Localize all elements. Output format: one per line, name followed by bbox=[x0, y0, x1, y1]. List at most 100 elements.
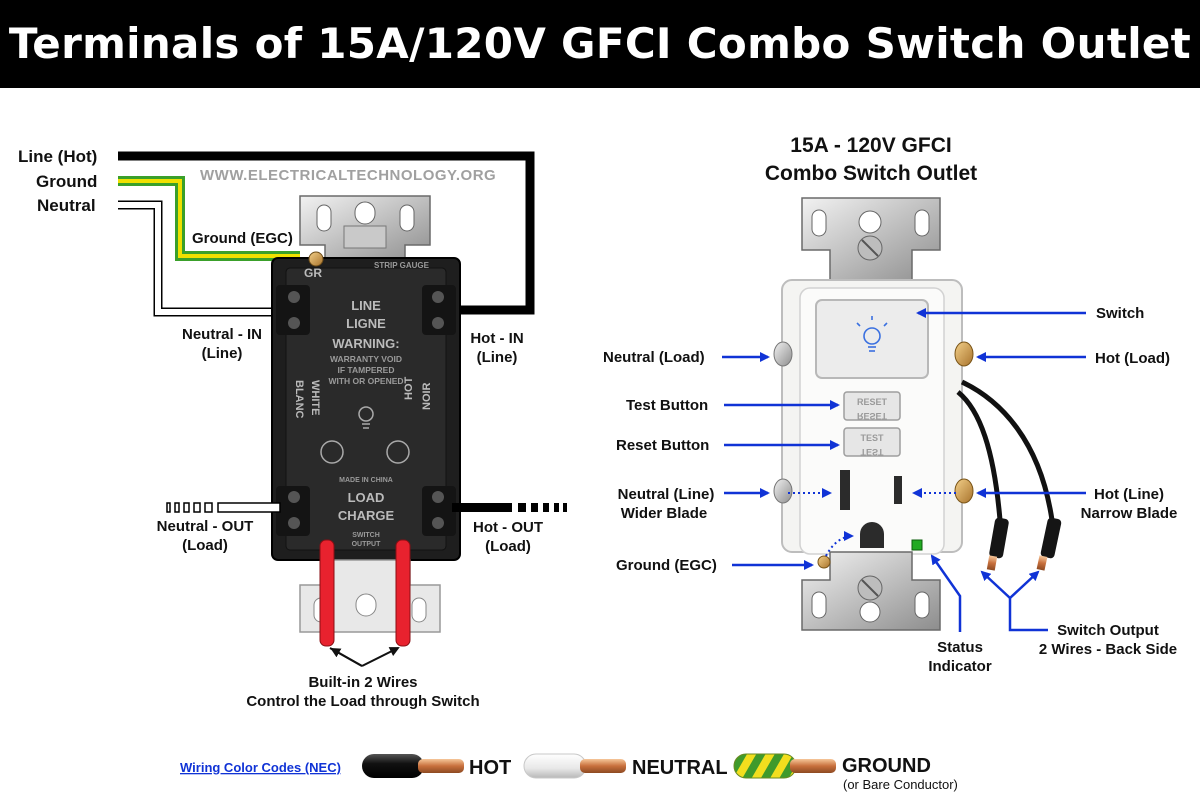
front-hot-line-screw bbox=[954, 478, 974, 504]
label-hot-in: Hot - IN bbox=[470, 330, 523, 347]
back-load: LOAD bbox=[348, 490, 385, 505]
label-switch-output-sub: 2 Wires - Back Side bbox=[1039, 641, 1177, 658]
legend-neutral-label: NEUTRAL bbox=[632, 757, 728, 779]
device-title-2: Combo Switch Outlet bbox=[765, 162, 977, 185]
label-hot-in-sub: (Line) bbox=[477, 349, 518, 366]
neutral-slot bbox=[840, 470, 850, 510]
back-bulb-icon bbox=[358, 406, 374, 429]
label-line-hot: Line (Hot) bbox=[18, 147, 97, 166]
ground-wire-stripe bbox=[118, 179, 300, 258]
reset-key-label: RESET bbox=[857, 397, 888, 407]
switch-bulb-icon bbox=[856, 316, 888, 352]
label-switch-output: Switch Output bbox=[1057, 622, 1159, 639]
label-neutral-line-sub: Wider Blade bbox=[621, 505, 708, 522]
diagram-canvas: WWW.ELECTRICALTECHNOLOGY.ORG Line (Hot) … bbox=[18, 134, 1178, 792]
back-warranty-2: IF TAMPERED bbox=[338, 365, 395, 375]
builtin-wires-pointer-left bbox=[330, 648, 363, 667]
title-bar: Terminals of 15A/120V GFCI Combo Switch … bbox=[0, 0, 1200, 88]
dotted-ground-slot bbox=[825, 531, 854, 557]
back-switch-2: OUTPUT bbox=[352, 541, 382, 548]
legend-ground-sub: (or Bare Conductor) bbox=[843, 777, 958, 792]
watermark: WWW.ELECTRICALTECHNOLOGY.ORG bbox=[200, 167, 496, 184]
front-neutral-line-screw bbox=[773, 478, 793, 504]
reset-key-label-flip: RESET bbox=[857, 411, 888, 421]
legend-link-text[interactable]: Wiring Color Codes (NEC) bbox=[180, 760, 341, 775]
back-hot: HOT bbox=[403, 377, 415, 401]
front-bottom-strap bbox=[801, 551, 941, 631]
label-switch: Switch bbox=[1096, 305, 1144, 322]
back-switch-1: SWITCH bbox=[352, 532, 380, 539]
top-mounting-strap bbox=[299, 195, 431, 263]
back-cert-mark-2 bbox=[386, 440, 410, 464]
back-ground-screw bbox=[308, 251, 324, 267]
switch-wire-left bbox=[319, 539, 335, 647]
switch-paddle[interactable] bbox=[815, 299, 929, 379]
label-test-button: Test Button bbox=[626, 397, 708, 414]
front-top-strap bbox=[801, 197, 941, 283]
label-ground: Ground bbox=[36, 172, 97, 191]
status-led bbox=[911, 539, 923, 551]
neutral-in-wire bbox=[118, 202, 290, 315]
switch-wire-right bbox=[395, 539, 411, 647]
back-blanc: BLANC bbox=[293, 380, 305, 419]
label-neutral-line: Neutral (Line) bbox=[618, 486, 715, 503]
label-builtin-2: Control the Load through Switch bbox=[246, 693, 479, 710]
back-charge: CHARGE bbox=[338, 508, 395, 523]
test-key-label: TEST bbox=[860, 433, 884, 443]
label-hot-line: Hot (Line) bbox=[1094, 486, 1164, 503]
label-ground-egc-right: Ground (EGC) bbox=[616, 557, 717, 574]
label-builtin-1: Built-in 2 Wires bbox=[308, 674, 417, 691]
label-hot-out: Hot - OUT bbox=[473, 519, 543, 536]
legend-ground-label: GROUND bbox=[842, 755, 931, 777]
label-neutral-out: Neutral - OUT bbox=[157, 518, 254, 535]
label-neutral-in-sub: (Line) bbox=[202, 345, 243, 362]
back-warning: WARNING: bbox=[332, 336, 399, 351]
back-terminal-screws bbox=[288, 291, 444, 529]
test-button[interactable] bbox=[843, 427, 901, 457]
back-line: LINE bbox=[351, 298, 381, 313]
back-warranty-1: WARRANTY VOID bbox=[330, 354, 402, 364]
back-housing bbox=[271, 257, 461, 561]
back-white: WHITE bbox=[309, 380, 321, 415]
hot-slot bbox=[894, 476, 902, 504]
switch-output-lead-1 bbox=[989, 517, 1009, 559]
back-noir: NOIR bbox=[421, 382, 433, 410]
hot-out-wire bbox=[452, 503, 567, 512]
label-ground-egc-left: Ground (EGC) bbox=[192, 230, 293, 247]
label-hot-out-sub: (Load) bbox=[485, 538, 531, 555]
label-hot-load: Hot (Load) bbox=[1095, 350, 1170, 367]
arrow-status-indicator bbox=[930, 554, 962, 632]
neutral-out-wire bbox=[166, 502, 281, 513]
label-neutral-out-sub: (Load) bbox=[182, 537, 228, 554]
back-ligne: LIGNE bbox=[346, 316, 386, 331]
arrow-switch-output-bracket bbox=[1008, 598, 1048, 632]
front-ground-screw bbox=[817, 555, 831, 569]
test-key-label-flip: TEST bbox=[860, 447, 884, 457]
back-warranty-3: WITH OR OPENED bbox=[328, 376, 403, 386]
switch-output-tip-1 bbox=[986, 555, 998, 571]
page-title: Terminals of 15A/120V GFCI Combo Switch … bbox=[8, 19, 1192, 68]
front-hot-load-screw bbox=[954, 341, 974, 367]
arrow-switch-output-left bbox=[980, 570, 1011, 599]
legend-hot-label: HOT bbox=[469, 757, 511, 779]
label-neutral-in: Neutral - IN bbox=[182, 326, 262, 343]
back-gr: GR bbox=[304, 266, 322, 280]
ground-slot bbox=[860, 522, 884, 548]
arrow-switch-output-right bbox=[1009, 570, 1040, 599]
builtin-wires-pointer bbox=[329, 648, 398, 667]
hot-in-wire bbox=[118, 151, 535, 315]
front-neutral-load-screw bbox=[773, 341, 793, 367]
label-reset-button: Reset Button bbox=[616, 437, 709, 454]
back-cert-mark-1 bbox=[320, 440, 344, 464]
switch-output-wire-2 bbox=[960, 379, 1055, 521]
label-hot-line-sub: Narrow Blade bbox=[1081, 505, 1178, 522]
switch-output-wire-1 bbox=[956, 390, 1003, 521]
label-status: Status bbox=[937, 639, 983, 656]
reset-button[interactable] bbox=[843, 391, 901, 421]
switch-output-lead-2 bbox=[1040, 517, 1062, 559]
switch-output-tip-2 bbox=[1036, 555, 1048, 571]
legend-ground-wire bbox=[733, 753, 836, 779]
back-made-in: MADE IN CHINA bbox=[339, 477, 393, 484]
legend-link[interactable]: Wiring Color Codes (NEC) bbox=[180, 760, 341, 775]
device-title-1: 15A - 120V GFCI bbox=[790, 134, 951, 157]
